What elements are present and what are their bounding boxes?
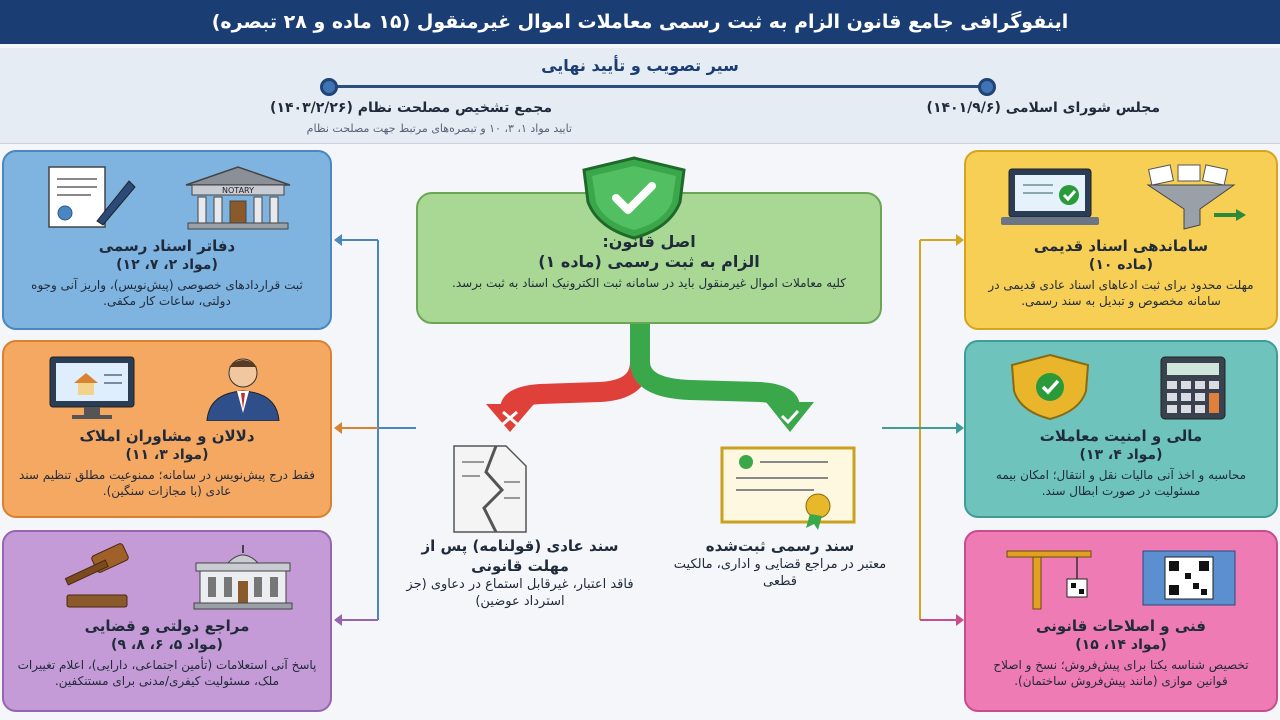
technical-desc: تخصیص شناسه یکتا برای پیش‌فروش؛ نسخ و اص…	[993, 658, 1249, 688]
timeline-expediency-sub: تایید مواد ۱، ۳، ۱۰ و تبصره‌های مرتبط جه…	[306, 122, 572, 135]
signed-contract-icon	[47, 166, 136, 228]
timeline-parliament-label: مجلس شورای اسلامی (۱۴۰۱/۹/۶)	[926, 100, 1160, 116]
technical-articles: (مواد ۱۴، ۱۵)	[1075, 637, 1167, 653]
agents-articles: (مواد ۳، ۱۱)	[125, 447, 209, 463]
approval-timeline: سیر تصویب و تأیید نهایی مجلس شورای اسلام…	[0, 48, 1280, 144]
page-title: اینفوگرافی جامع قانون الزام به ثبت رسمی …	[0, 0, 1280, 44]
official-document-title: سند رسمی ثبت‌شده	[705, 537, 855, 555]
funnel-documents-icon	[1145, 164, 1246, 230]
technical-title: فنی و اصلاحات قانونی	[1036, 617, 1206, 635]
informal-document-title: سند عادی (قولنامه) پس از مهلت قانونی	[421, 537, 619, 575]
card-notary-offices: NOTARY دفاتر اسناد رسمی (مواد ۲، ۷، ۱۲) …	[2, 150, 332, 330]
old-docs-articles: (ماده ۱۰)	[1088, 257, 1154, 273]
laptop-check-icon	[1000, 168, 1099, 225]
financial-articles: (مواد ۴، ۱۳)	[1079, 447, 1163, 463]
financial-title: مالی و امنیت معاملات	[1039, 427, 1203, 445]
core-principle-box: اصل قانون: الزام به ثبت رسمی (ماده ۱) کل…	[416, 192, 882, 324]
old-docs-title: ساماندهی اسناد قدیمی	[1033, 237, 1209, 255]
shield-check-icon	[582, 156, 686, 240]
government-title: مراجع دولتی و قضایی	[84, 617, 250, 635]
core-principle-desc: کلیه معاملات اموال غیرمنقول باید در ساما…	[452, 276, 846, 290]
informal-document-desc: فاقد اعتبار، غیرقابل استماع در دعاوی (جز…	[406, 577, 634, 609]
timeline-dot-right	[978, 78, 996, 96]
property-listing-monitor-icon	[49, 356, 134, 419]
torn-document-icon	[453, 445, 527, 533]
old-docs-desc: مهلت محدود برای ثبت ادعاهای اسناد عادی ق…	[988, 278, 1254, 308]
notary-desc: ثبت قراردادهای خصوصی (پیش‌نویس)، واریز آ…	[31, 278, 303, 308]
approve-check-icon	[780, 409, 800, 425]
core-principle-title: الزام به ثبت رسمی (ماده ۱)	[538, 252, 760, 271]
government-building-icon	[193, 545, 292, 610]
security-shield-check-icon	[1010, 353, 1089, 421]
timeline-line	[330, 85, 988, 88]
card-government-judicial: مراجع دولتی و قضایی (مواد ۵، ۶، ۸، ۹) پا…	[2, 530, 332, 712]
agents-title: دلالان و مشاوران املاک	[79, 427, 255, 445]
card-financial-security: مالی و امنیت معاملات (مواد ۴، ۱۳) محاسبه…	[964, 340, 1278, 518]
notary-sign-text: NOTARY	[222, 186, 254, 195]
timeline-dot-left	[320, 78, 338, 96]
agents-desc: فقط درج پیش‌نویس در سامانه؛ ممنوعیت مطلق…	[19, 468, 315, 498]
notary-articles: (مواد ۲، ۷، ۱۲)	[116, 257, 218, 273]
red-arrow-head	[486, 404, 534, 432]
card-technical-reforms: فنی و اصلاحات قانونی (مواد ۱۴، ۱۵) تخصیص…	[964, 530, 1278, 712]
businessman-icon	[205, 358, 280, 421]
judge-gavel-icon	[64, 543, 129, 608]
financial-desc: محاسبه و اخذ آنی مالیات نقل و انتقال؛ ام…	[995, 468, 1247, 498]
construction-crane-icon	[1006, 550, 1092, 610]
notary-title: دفاتر اسناد رسمی	[98, 237, 236, 255]
timeline-title: سیر تصویب و تأیید نهایی	[541, 56, 739, 75]
official-document-desc: معتبر در مراجع قضایی و اداری، مالکیت قطع…	[673, 557, 887, 589]
government-articles: (مواد ۵، ۶، ۸، ۹)	[111, 637, 223, 653]
official-document-info: سند رسمی ثبت‌شده معتبر در مراجع قضایی و …	[660, 536, 900, 590]
card-real-estate-agents: دلالان و مشاوران املاک (مواد ۳، ۱۱) فقط …	[2, 340, 332, 518]
reject-x-icon	[502, 410, 518, 426]
informal-document-info: سند عادی (قولنامه) پس از مهلت قانونی فاق…	[400, 536, 640, 610]
government-desc: پاسخ آنی استعلامات (تأمین اجتماعی، دارای…	[17, 658, 317, 688]
timeline-expediency-label: مجمع تشخیص مصلحت نظام (۱۴۰۳/۲/۲۶)	[270, 100, 552, 116]
calculator-icon	[1160, 356, 1225, 420]
notary-building-icon: NOTARY	[185, 166, 290, 230]
card-old-documents: ساماندهی اسناد قدیمی (ماده ۱۰) مهلت محدو…	[964, 150, 1278, 330]
certificate-icon	[720, 446, 856, 530]
blueprint-qr-code-icon	[1142, 550, 1236, 606]
green-arrow-head	[766, 402, 814, 432]
